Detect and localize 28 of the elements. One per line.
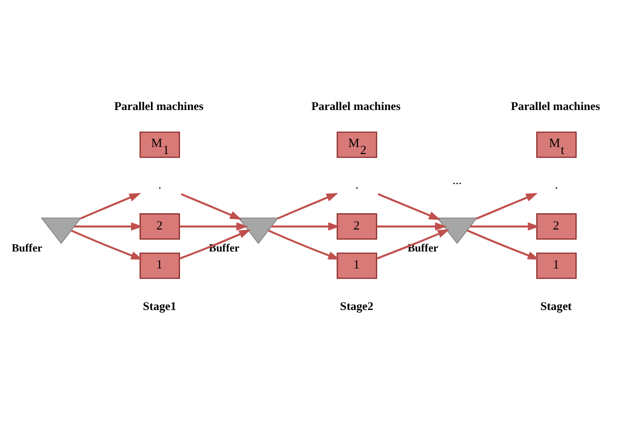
node-box: 1	[140, 252, 180, 278]
node-text: .	[158, 177, 162, 192]
arrow	[179, 228, 251, 260]
arrow	[376, 222, 447, 230]
arrow	[180, 192, 242, 220]
node-label: Buffer	[208, 242, 240, 254]
arrow	[272, 222, 340, 230]
arrow	[476, 192, 538, 220]
arrow	[277, 192, 338, 219]
arrow	[268, 229, 340, 260]
node-triangle	[40, 217, 82, 244]
node-label: Buffer	[12, 242, 42, 254]
arrow	[71, 229, 143, 260]
node-box: 2	[536, 212, 577, 240]
arrow	[180, 222, 248, 230]
arrow	[378, 192, 441, 220]
node-text: .	[554, 177, 558, 192]
arrow	[466, 229, 540, 260]
node-box: 2	[336, 212, 378, 240]
node-text: .	[355, 177, 359, 192]
node-box: 1	[336, 252, 378, 278]
node-box: 2	[140, 212, 180, 240]
node-box: 1	[536, 252, 577, 278]
label: ...	[452, 172, 462, 186]
arrow	[74, 222, 143, 230]
arrow	[80, 192, 142, 219]
arrow	[376, 228, 450, 259]
arrow	[470, 222, 540, 230]
